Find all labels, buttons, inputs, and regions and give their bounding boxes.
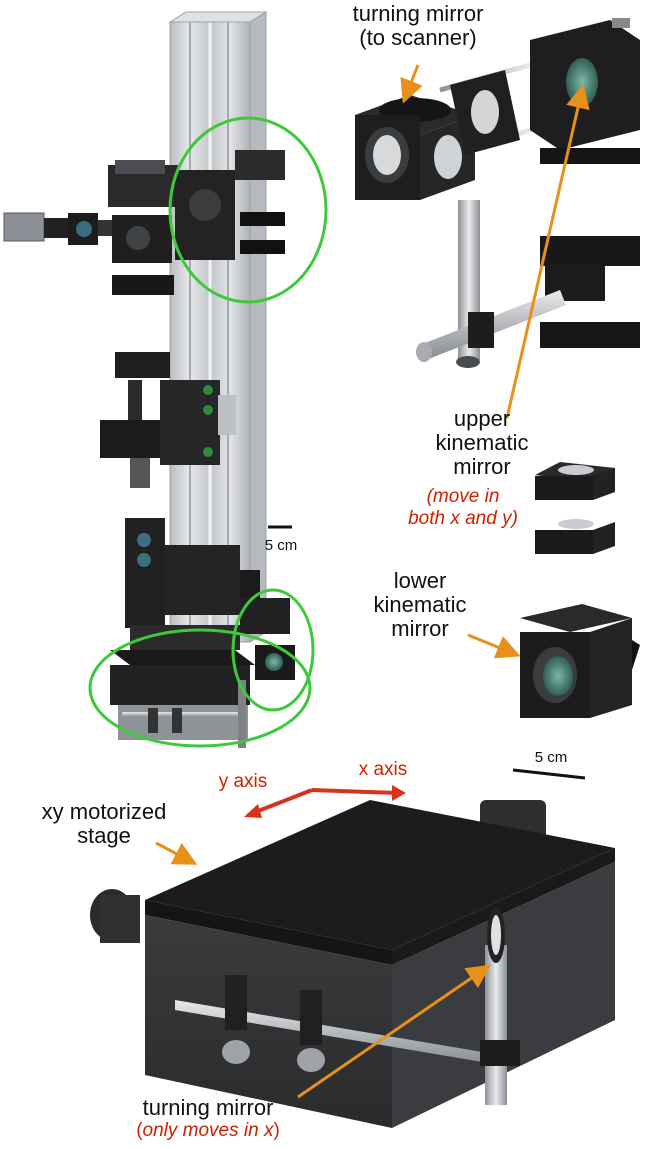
xy-motorized-stage — [90, 800, 615, 1128]
highlight-circle-lower-right — [231, 588, 315, 712]
scale-label-left: 5 cm — [264, 537, 298, 554]
only-moves-prefix: ( — [136, 1120, 143, 1141]
turning-mirror-top-label: turning mirror (to scanner) — [340, 2, 496, 50]
upper-kinematic-line1: upper — [453, 406, 511, 431]
upper-kinematic-line2: kinematic — [435, 430, 529, 455]
objective-block — [100, 352, 236, 488]
move-note-label: (move in both x and y) — [398, 486, 528, 530]
camera-module — [3, 212, 118, 245]
left-full-assembly — [3, 11, 328, 748]
lower-kinematic-line1: lower — [393, 568, 447, 593]
turning-mirror-top-line2: (to scanner) — [359, 25, 477, 50]
lower-kinematic-line3: mirror — [391, 616, 449, 641]
lower-kinematic-label: lower kinematic mirror — [370, 569, 470, 641]
xy-stage-line2: stage — [77, 823, 131, 848]
highlight-circle-stage — [88, 628, 312, 748]
y-axis-label: y axis — [218, 771, 268, 792]
scan-head — [108, 150, 285, 350]
arrow-lower-kinematic — [467, 633, 521, 659]
xy-stage-line1: xy motorized — [41, 799, 167, 824]
arrow-xy-stage — [155, 841, 198, 865]
turning-mirror-bottom-line1: turning mirror — [142, 1095, 274, 1120]
scale-bar-right — [512, 768, 586, 780]
only-moves-suffix: ) — [273, 1120, 280, 1141]
x-axis-label: x axis — [358, 759, 408, 780]
callout-arrows — [155, 64, 590, 1099]
left-stage — [110, 650, 255, 748]
only-moves-note: (only moves in x) — [108, 1120, 308, 1142]
arrow-turning-mirror-bottom — [297, 964, 491, 1099]
kinematic-mirror-assembly — [512, 462, 640, 780]
x-axis-arrow — [311, 788, 399, 795]
arrow-turning-mirror-top — [400, 64, 423, 104]
turning-mirror-bottom-label: turning mirror (only moves in x) — [108, 1096, 308, 1142]
stage-top-plate — [145, 800, 615, 950]
only-moves-italic: only moves in x — [142, 1120, 274, 1141]
upper-kinematic-line3: mirror — [453, 454, 511, 479]
move-note-line1: (move in — [426, 486, 500, 507]
turning-mirror-top-line1: turning mirror — [352, 1, 484, 26]
move-note-line2: both x and y) — [408, 508, 518, 529]
xy-stage-label: xy motorized stage — [14, 800, 194, 848]
turning-mirror-assembly — [355, 18, 640, 390]
highlight-circle-top — [168, 116, 328, 304]
scale-label-right: 5 cm — [534, 749, 568, 766]
lower-kinematic-line2: kinematic — [373, 592, 467, 617]
arrow-upper-kinematic — [505, 84, 590, 419]
upper-kinematic-label: upper kinematic mirror — [422, 407, 542, 479]
